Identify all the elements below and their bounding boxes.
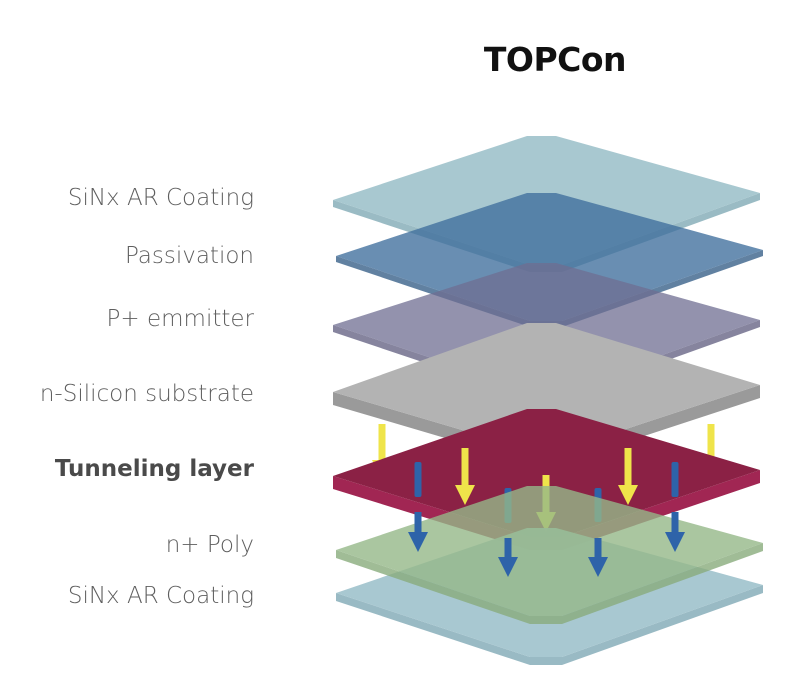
layer-n-poly-side-left (336, 550, 562, 624)
layer-n-poly-side-right (562, 543, 763, 624)
layer-n-silicon (333, 323, 760, 450)
label-n-poly: n+ Poly (165, 532, 254, 558)
layer-n-poly (336, 486, 763, 616)
layer-sinx-bottom-side-right (562, 585, 763, 665)
label-sinx-top: SiNx AR Coating (67, 185, 254, 211)
blue-arrow-icon (588, 538, 608, 577)
blue-arrow-icon (665, 512, 685, 552)
label-tunneling: Tunneling layer (54, 456, 254, 482)
yellow-arrow-icon (455, 448, 475, 505)
blue-carrier-bar (414, 462, 422, 497)
layer-passivation (336, 193, 763, 321)
layer-tunneling (333, 409, 760, 537)
label-passivation: Passivation (124, 243, 254, 269)
yellow-arrow-icon (618, 448, 638, 505)
blue-arrow-icon (498, 538, 518, 577)
blue-carrier-bar (671, 462, 679, 497)
label-p-emitter: P+ emmitter (106, 306, 254, 332)
diagram-title: TOPCon (483, 40, 627, 79)
label-n-silicon: n-Silicon substrate (39, 381, 254, 407)
blue-arrow-icon (408, 512, 428, 552)
layer-sinx-bottom-side-left (336, 593, 562, 665)
label-sinx-bottom: SiNx AR Coating (67, 583, 254, 609)
